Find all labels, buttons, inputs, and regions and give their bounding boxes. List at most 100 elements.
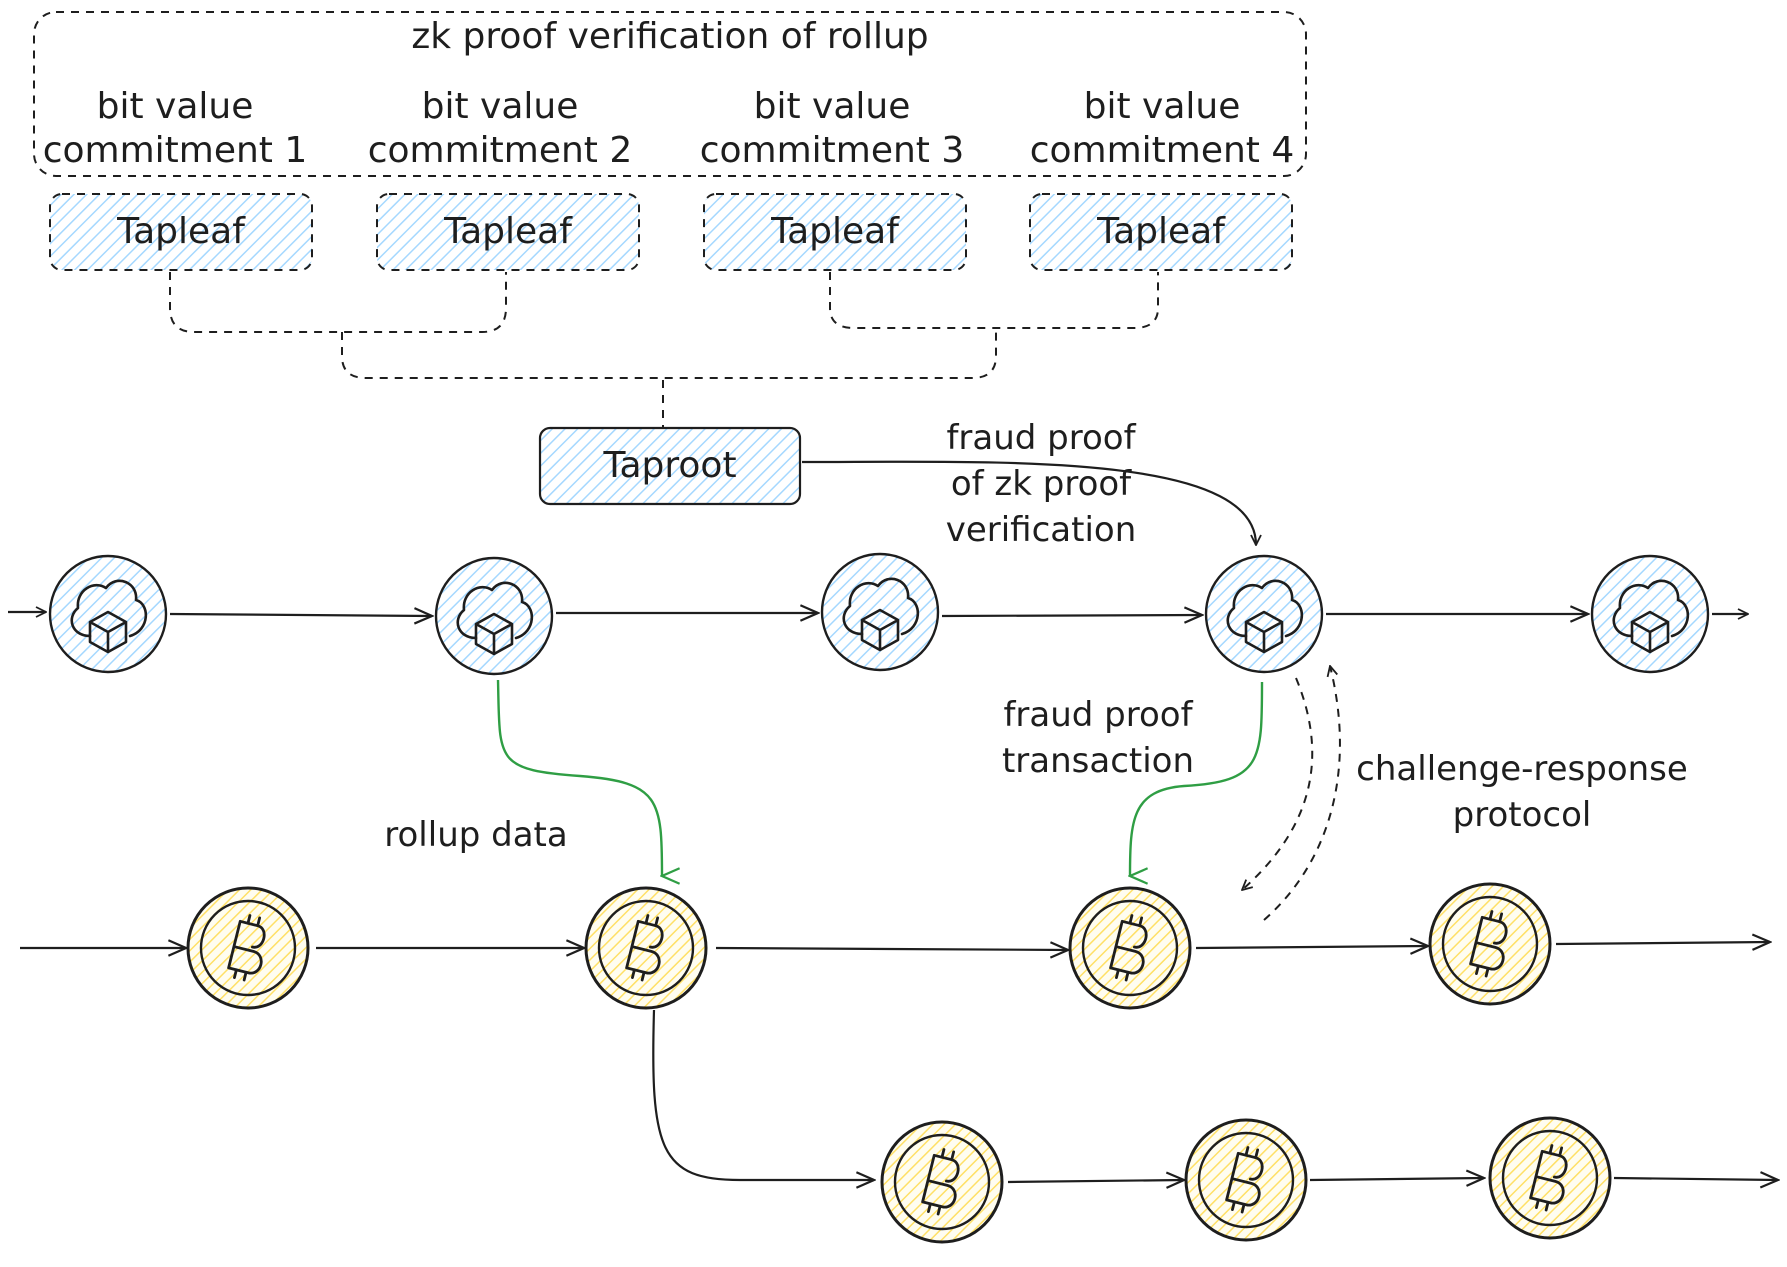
taproot-to-node-arrow [801, 460, 1256, 545]
tapleaf-1-label: Tapleaf [116, 211, 246, 252]
cloud-block-icon [1226, 579, 1304, 654]
cloud-block-icon [842, 577, 920, 652]
rollup-node-2[interactable] [434, 556, 554, 676]
rollup-node-4-circle [1204, 554, 1324, 674]
tapleaf-1[interactable]: Tapleaf [49, 193, 313, 271]
rollup-node-4[interactable] [1204, 554, 1324, 674]
rollup-node-1-circle [48, 554, 168, 674]
bitcoin-branch-node-2[interactable] [1184, 1118, 1308, 1242]
fpv-line3: verification [946, 510, 1137, 550]
fraud-proof-transaction-label: fraud proof transaction [1002, 695, 1194, 781]
tapleaf-4-box [1029, 193, 1293, 271]
bitcoin-node-1-inner [199, 899, 297, 997]
tapleaf-3-label: Tapleaf [770, 211, 900, 252]
challenge-response-label: challenge-response protocol [1356, 749, 1688, 835]
btc-out-arrow [1555, 942, 1770, 944]
btc-branch-arrow-2 [1309, 1178, 1484, 1180]
fraud-proof-tx-arrow [1130, 681, 1264, 876]
bitcoin-node-2-inner [597, 899, 695, 997]
btc-branch-out-arrow [1613, 1178, 1778, 1180]
rollup-node-2-circle [434, 556, 554, 676]
bitcoin-node-4[interactable] [1428, 882, 1552, 1006]
tapleaf-2-label: Tapleaf [443, 211, 573, 252]
commitment-1-line1: bit value [97, 86, 254, 127]
bitcoin-branch-node-1-outer [880, 1120, 1004, 1244]
commitment-3-line2: commitment 3 [700, 130, 965, 171]
rollup-node-3[interactable] [820, 552, 940, 672]
bitcoin-branch-node-2-outer [1184, 1118, 1308, 1242]
zk-group-title: zk proof verification of rollup [411, 16, 928, 57]
commitment-3: bit value commitment 3 [700, 86, 965, 171]
bitcoin-node-3[interactable] [1068, 886, 1192, 1010]
cloud-block-icon [1612, 579, 1690, 654]
bitcoin-branch-node-2-inner [1197, 1131, 1295, 1229]
bitcoin-branch-chain [652, 1009, 1778, 1244]
bitcoin-node-1-outer [186, 886, 310, 1010]
tapleaf-4[interactable]: Tapleaf [1029, 193, 1293, 271]
rollup-data-label: rollup data [384, 815, 567, 855]
rollup-node-5-circle [1590, 554, 1710, 674]
rollup-node-5[interactable] [1590, 554, 1710, 674]
cr-line1: challenge-response [1356, 749, 1688, 789]
zk-proof-verification-group: zk proof verification of rollup bit valu… [33, 11, 1307, 177]
bitcoin-main-chain [20, 882, 1770, 1010]
tapleaf-4-label: Tapleaf [1096, 211, 1226, 252]
bitcoin-icon [227, 914, 266, 982]
commitment-2-line1: bit value [422, 86, 579, 127]
merkle-connectors [169, 272, 1159, 428]
btc-branch-arrow-1 [1007, 1180, 1184, 1182]
commitment-2: bit value commitment 2 [368, 86, 633, 171]
rollup-node-3-circle [820, 552, 940, 672]
bitcoin-branch-node-1-inner [893, 1133, 991, 1231]
connector-branches [341, 330, 997, 379]
fpv-line2: of zk proof [951, 464, 1132, 504]
bitcoin-node-4-inner [1441, 895, 1539, 993]
bitcoin-node-2[interactable] [584, 886, 708, 1010]
bitcoin-node-1[interactable] [186, 886, 310, 1010]
cloud-block-icon [70, 579, 148, 654]
tapleaf-3-box [703, 193, 967, 271]
fpv-line1: fraud proof [946, 418, 1136, 458]
commitment-1-line2: commitment 1 [43, 130, 308, 171]
rollup-data-arrow [496, 679, 662, 876]
bitcoin-branch-node-3-outer [1488, 1116, 1612, 1240]
bitcoin-icon [625, 914, 664, 982]
taproot-box [538, 426, 802, 506]
tapleaf-row: Tapleaf Tapleaf Tapleaf Tapleaf [49, 193, 1293, 271]
btc-arrow-3 [1195, 946, 1428, 948]
connector-leaf-1-2 [169, 272, 507, 333]
bitcoin-icon [921, 1148, 960, 1216]
challenge-arrow-down [1242, 677, 1314, 890]
fpt-line1: fraud proof [1003, 695, 1193, 735]
tapleaf-1-box [49, 193, 313, 271]
cloud-block-icon [456, 581, 534, 656]
tapleaf-2-box [376, 193, 640, 271]
response-arrow-up [1263, 666, 1341, 921]
commitment-4: bit value commitment 4 [1030, 86, 1295, 171]
commitment-2-line2: commitment 2 [368, 130, 633, 171]
bitcoin-icon [1109, 914, 1148, 982]
cr-line2: protocol [1453, 795, 1592, 835]
fraud-proof-verification-label: fraud proof of zk proof verification [946, 418, 1137, 550]
btc-arrow-2 [715, 948, 1068, 950]
bitcoin-branch-node-3[interactable] [1488, 1116, 1612, 1240]
bitcoin-branch-node-1[interactable] [880, 1120, 1004, 1244]
btc-branch-arrow [652, 1009, 874, 1180]
rollup-arrow-1 [169, 614, 432, 616]
tapleaf-2[interactable]: Tapleaf [376, 193, 640, 271]
bitcoin-node-3-inner [1081, 899, 1179, 997]
bitcoin-node-4-outer [1428, 882, 1552, 1006]
tapleaf-3[interactable]: Tapleaf [703, 193, 967, 271]
taproot-label: Taproot [602, 445, 736, 486]
bitcoin-branch-node-3-inner [1501, 1129, 1599, 1227]
commitment-4-line1: bit value [1084, 86, 1241, 127]
bitcoin-icon [1469, 910, 1508, 978]
taproot-node[interactable]: Taproot [538, 426, 802, 506]
bitcoin-node-3-outer [1068, 886, 1192, 1010]
fpt-line2: transaction [1002, 741, 1194, 781]
bitcoin-node-2-outer [584, 886, 708, 1010]
rollup-node-1[interactable] [48, 554, 168, 674]
zk-group-border [33, 11, 1307, 177]
commitment-1: bit value commitment 1 [43, 86, 308, 171]
